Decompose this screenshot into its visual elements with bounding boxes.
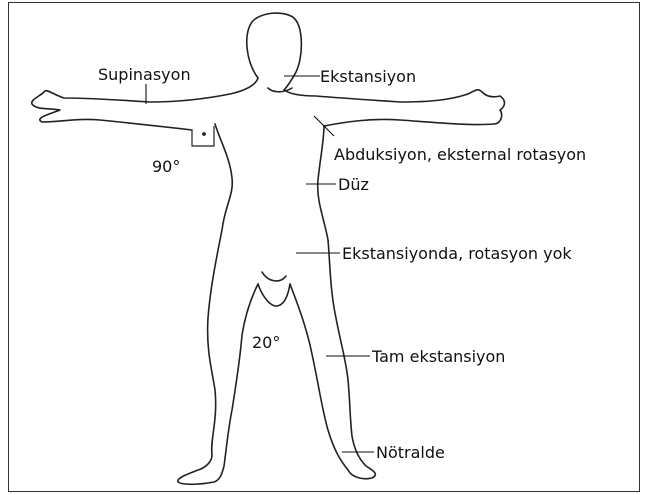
- label-shoulder: Abduksiyon, eksternal rotasyon: [334, 145, 586, 164]
- right-angle-marker: [192, 126, 214, 146]
- leader-lines: [146, 76, 374, 452]
- label-trunk: Düz: [338, 175, 369, 194]
- head-outline: [247, 13, 302, 90]
- shoulder-crease: [268, 88, 292, 92]
- label-knee: Tam ekstansiyon: [371, 347, 505, 366]
- label-elbow-angle: 90°: [152, 157, 180, 176]
- left-side-outline: [178, 124, 258, 484]
- label-hip: Ekstansiyonda, rotasyon yok: [342, 244, 572, 263]
- groin-detail: [262, 272, 286, 281]
- right-arm-outline: [284, 90, 505, 126]
- label-neck-extension: Ekstansiyon: [320, 67, 416, 86]
- label-ankle: Nötralde: [376, 443, 445, 462]
- label-supination: Supinasyon: [98, 65, 191, 84]
- left-arm-outline: [32, 78, 258, 130]
- label-leg-angle: 20°: [252, 333, 280, 352]
- crotch-outline: [258, 284, 290, 306]
